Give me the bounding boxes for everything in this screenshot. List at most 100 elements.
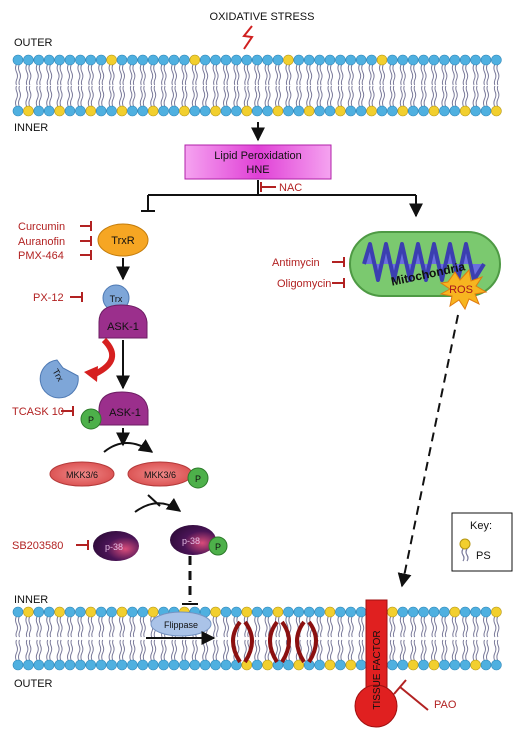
lipid-peroxidation-label: Lipid Peroxidation (214, 150, 301, 162)
lipid-head (220, 54, 232, 66)
release-arrow-head (84, 366, 98, 382)
mitochondria: Mitochondria ROS (349, 231, 501, 311)
ps-lipid-head (85, 606, 97, 618)
auranofin-label: Auranofin (18, 236, 65, 248)
lipid-head (95, 659, 107, 671)
p38-label: p-38 (105, 542, 123, 552)
bottom-inner-label: INNER (14, 594, 48, 606)
ps-lipid-head (85, 105, 97, 117)
ask1-active-node (98, 391, 149, 426)
lipid-head (95, 105, 107, 117)
ps-lipid-head (147, 606, 159, 618)
lipid-head (64, 606, 76, 618)
lipid-head (397, 606, 409, 618)
lipid-head (397, 659, 409, 671)
p38-phospho-label: P (215, 542, 221, 552)
lipid-head (491, 659, 502, 671)
p38-phospho-badge (208, 536, 228, 556)
lipid-head (137, 54, 149, 66)
ps-lipid-head (428, 659, 440, 671)
ask1-active-label: ASK-1 (109, 407, 141, 419)
lipid-head (407, 606, 419, 618)
lipid-head (189, 659, 201, 671)
lipid-head (355, 54, 367, 66)
lipid-head (314, 659, 325, 671)
lipid-head (418, 105, 429, 117)
lipid-head (147, 659, 159, 671)
lipid-head (480, 105, 492, 117)
trxr-label: TrxR (111, 235, 134, 247)
lipid-head (23, 54, 34, 66)
lipid-head (407, 54, 419, 66)
lipid-head (75, 659, 86, 671)
mito-cristae (362, 242, 486, 282)
lipid-head (418, 659, 429, 671)
ps-lipid-head (189, 54, 201, 66)
lipid-head (43, 606, 55, 618)
lipid-head (439, 606, 450, 618)
lipid-head (127, 606, 138, 618)
lipid-head (335, 659, 346, 671)
lipid-head (335, 54, 346, 66)
lipid-head (387, 54, 398, 66)
curcumin-label: Curcumin (18, 221, 65, 233)
lipid-head (241, 54, 253, 66)
lipid-head (12, 105, 24, 117)
ps-lipid-head (116, 105, 128, 117)
bottom-outer-label: OUTER (14, 678, 53, 690)
lipid-head (251, 606, 263, 618)
ps-lipid-head (366, 105, 377, 117)
lipid-head (345, 54, 357, 66)
lipid-head (439, 105, 450, 117)
lipid-head (303, 54, 315, 66)
lipid-head (345, 606, 357, 618)
lipid-head (12, 54, 24, 66)
top-inner-label: INNER (14, 122, 48, 134)
ps-lipid-head (491, 105, 502, 117)
lipid-head (158, 54, 169, 66)
mkk-active-label: MKK3/6 (144, 470, 176, 480)
lipid-head (355, 606, 367, 618)
lipid-head (54, 54, 65, 66)
lipid-head (12, 606, 24, 618)
ask1-phospho-label: P (88, 415, 94, 425)
lipid-head (116, 659, 128, 671)
lipid-head (428, 606, 440, 618)
ros-label: ROS (449, 284, 473, 296)
lipid-head (314, 105, 325, 117)
lipid-head (387, 659, 398, 671)
lipid-head (231, 606, 242, 618)
ps-lipid-head (335, 105, 346, 117)
lipid-head (210, 659, 221, 671)
lipid-head (106, 105, 117, 117)
flippase-node (150, 611, 212, 637)
lipid-head (64, 659, 76, 671)
p38-node (93, 531, 139, 561)
key-ps-tail-1 (461, 548, 465, 562)
lipid-head (106, 606, 117, 618)
lipid-head (459, 659, 471, 671)
flippase-label: Flippase (164, 620, 198, 630)
ps-lipid-head (345, 659, 357, 671)
ask1-node-top (98, 304, 148, 339)
trx-bound-label: Trx (110, 294, 123, 304)
lipid-head (407, 105, 419, 117)
lipid-head (33, 54, 45, 66)
antimycin-label: Antimycin (272, 257, 320, 269)
lipid-head (127, 659, 138, 671)
ps-lipid-head (241, 606, 253, 618)
lipid-head (262, 54, 273, 66)
lipid-head (127, 54, 138, 66)
lipid-head (137, 105, 149, 117)
ps-lipid-head (54, 606, 65, 618)
lipid-head (355, 659, 367, 671)
lipid-head (220, 105, 232, 117)
nac-label: NAC (279, 182, 302, 194)
lipid-head (355, 105, 367, 117)
ps-lipid-head (23, 105, 34, 117)
flipping-arrows (231, 620, 318, 664)
lipid-head (439, 659, 450, 671)
lipid-head (272, 54, 284, 66)
lipid-head (459, 606, 471, 618)
